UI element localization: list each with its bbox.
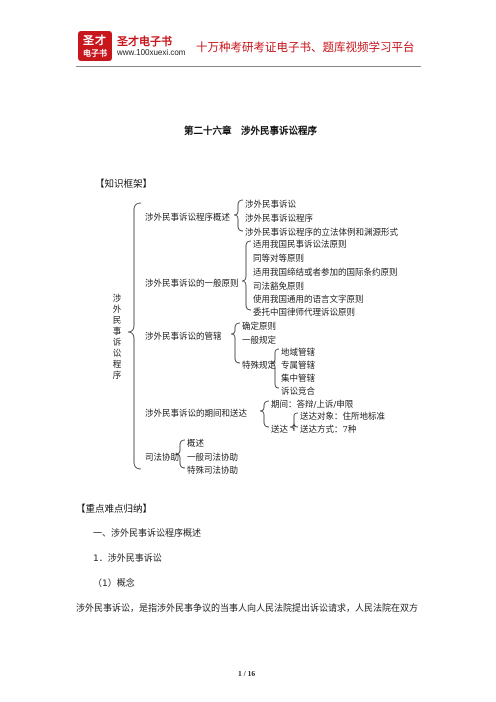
brace-principles bbox=[241, 240, 252, 311]
tree-node-overview: 涉外民事诉讼程序概述 bbox=[145, 213, 231, 223]
tree-leaf: 诉讼竞合 bbox=[281, 387, 316, 397]
brace-service bbox=[289, 412, 299, 432]
item-heading: （1）概念 bbox=[93, 579, 135, 589]
brand-logo: 圣才 电子书 bbox=[78, 31, 112, 61]
tree-leaf: 专属管辖 bbox=[281, 361, 316, 371]
tree-leaf: 适用我国缔结或者参加的国际条约原则 bbox=[253, 268, 398, 278]
tree-leaf: 涉外民事诉讼程序的立法体例和渊源形式 bbox=[245, 228, 399, 238]
tree-leaf: 期间：答辩/上诉/申限 bbox=[271, 400, 354, 410]
tree-leaf: 概述 bbox=[187, 439, 205, 449]
tree-leaf: 涉外民事诉讼程序 bbox=[245, 214, 314, 224]
tree-leaf: 地域管辖 bbox=[281, 348, 316, 358]
brand-url: www.100xuexi.com bbox=[117, 48, 186, 57]
brace-period-service bbox=[259, 400, 270, 428]
chapter-title: 第二十六章 涉外民事诉讼程序 bbox=[184, 126, 318, 137]
tree-leaf: 司法豁免原则 bbox=[253, 282, 305, 292]
brace-root bbox=[127, 202, 142, 470]
tree-node-special-rules: 特殊规定 bbox=[242, 361, 277, 371]
section-heading: 一、涉外民事诉讼程序概述 bbox=[93, 529, 202, 539]
logo-text-sub: 电子书 bbox=[83, 49, 107, 58]
brace-judicial-assistance bbox=[175, 439, 186, 469]
tree-leaf: 集中管辖 bbox=[281, 374, 316, 384]
brand-name: 圣才电子书 bbox=[117, 35, 172, 48]
tree-leaf: 涉外民事诉讼 bbox=[245, 200, 297, 210]
tree-leaf: 确定原则 bbox=[242, 322, 277, 332]
subsection-heading: 1．涉外民事诉讼 bbox=[93, 554, 162, 564]
tree-leaf: 一般规定 bbox=[242, 336, 277, 346]
tree-node-jurisdiction: 涉外民事诉讼的管辖 bbox=[145, 332, 222, 342]
tree-leaf: 一般司法协助 bbox=[187, 453, 239, 463]
tree-node-judicial-assistance: 司法协助 bbox=[145, 453, 180, 463]
framework-heading: 【知识框架】 bbox=[95, 179, 153, 190]
key-points-heading: 【重点难点归纳】 bbox=[76, 504, 153, 515]
tree-node-period-service: 涉外民事诉讼的期间和送达 bbox=[145, 409, 248, 419]
body-paragraph: 涉外民事诉讼，是指涉外民事争议的当事人向人民法院提出诉讼请求，人民法院在双方 bbox=[76, 604, 419, 614]
tree-node-service: 送达 bbox=[271, 425, 289, 435]
tree-leaf: 适用我国民事诉讼法原则 bbox=[253, 240, 347, 250]
brace-jurisdiction bbox=[230, 322, 241, 364]
brace-overview bbox=[233, 199, 244, 232]
tree-node-principles: 涉外民事诉讼的一般原则 bbox=[145, 279, 239, 289]
header-slogan: 十万种考研考证电子书、题库视频学习平台 bbox=[196, 40, 415, 54]
page-number: 1 / 16 bbox=[238, 669, 256, 678]
tree-root: 涉外民事诉讼程序 bbox=[112, 294, 122, 381]
tree-leaf: 送达对象：住所地标准 bbox=[300, 412, 386, 422]
tree-leaf: 特殊司法协助 bbox=[187, 466, 239, 476]
tree-leaf: 委托中国律师代理诉讼原则 bbox=[253, 308, 356, 318]
tree-leaf: 使用我国通用的语言文字原则 bbox=[253, 295, 364, 305]
header-divider bbox=[76, 66, 421, 67]
brace-special-rules bbox=[270, 348, 280, 389]
tree-leaf: 送达方式：7种 bbox=[300, 425, 357, 435]
logo-text-main: 圣才 bbox=[83, 34, 107, 47]
tree-leaf: 同等对等原则 bbox=[253, 254, 305, 264]
